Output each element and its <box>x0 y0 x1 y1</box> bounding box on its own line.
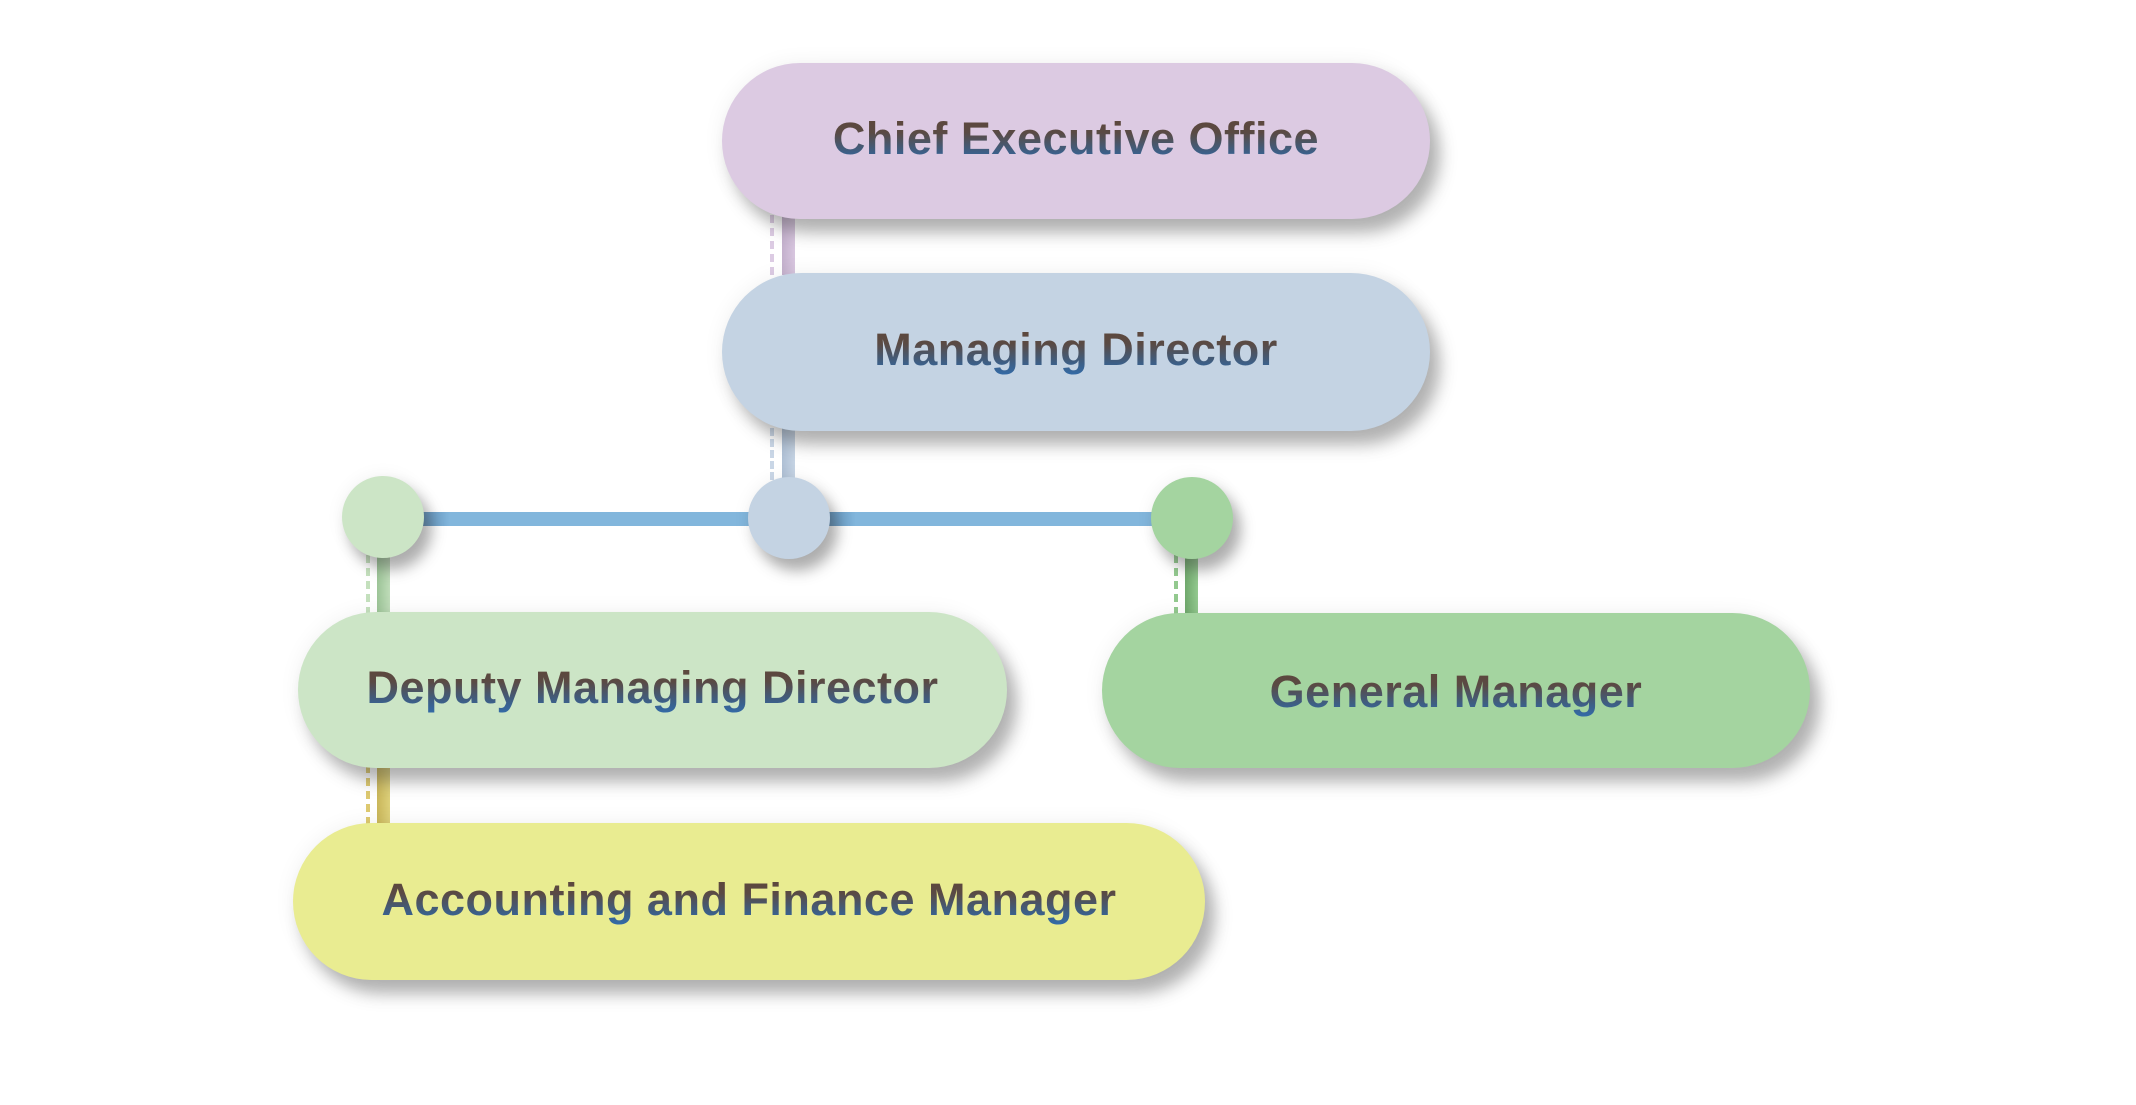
connector-junction-gm <box>1185 555 1198 615</box>
connector-junction-gm-dashed <box>1174 555 1178 615</box>
connector-ceo-md <box>782 215 795 275</box>
node-label: Accounting and Finance Manager <box>381 874 1116 930</box>
connector-md-junction-dashed <box>770 428 774 480</box>
node-label: General Manager <box>1270 666 1643 722</box>
junction-left <box>342 476 424 558</box>
junction-center <box>748 477 830 559</box>
junction-right <box>1151 477 1233 559</box>
connector-junction-dmd <box>377 555 390 615</box>
connector-ceo-md-dashed <box>770 215 774 275</box>
node-chief-executive-office[interactable]: Chief Executive Office <box>722 63 1430 219</box>
node-managing-director[interactable]: Managing Director <box>722 273 1430 431</box>
connector-bus-left <box>420 512 752 526</box>
node-general-manager[interactable]: General Manager <box>1102 613 1810 768</box>
node-accounting-and-finance-manager[interactable]: Accounting and Finance Manager <box>293 823 1205 980</box>
connector-junction-dmd-dashed <box>366 555 370 615</box>
connector-md-junction <box>782 428 795 480</box>
connector-dmd-afm-dashed <box>366 765 370 825</box>
node-label: Chief Executive Office <box>833 113 1319 169</box>
node-deputy-managing-director[interactable]: Deputy Managing Director <box>298 612 1007 768</box>
node-label: Managing Director <box>874 324 1278 380</box>
connector-dmd-afm <box>377 765 390 825</box>
connector-bus-right <box>826 512 1156 526</box>
node-label: Deputy Managing Director <box>366 662 938 718</box>
